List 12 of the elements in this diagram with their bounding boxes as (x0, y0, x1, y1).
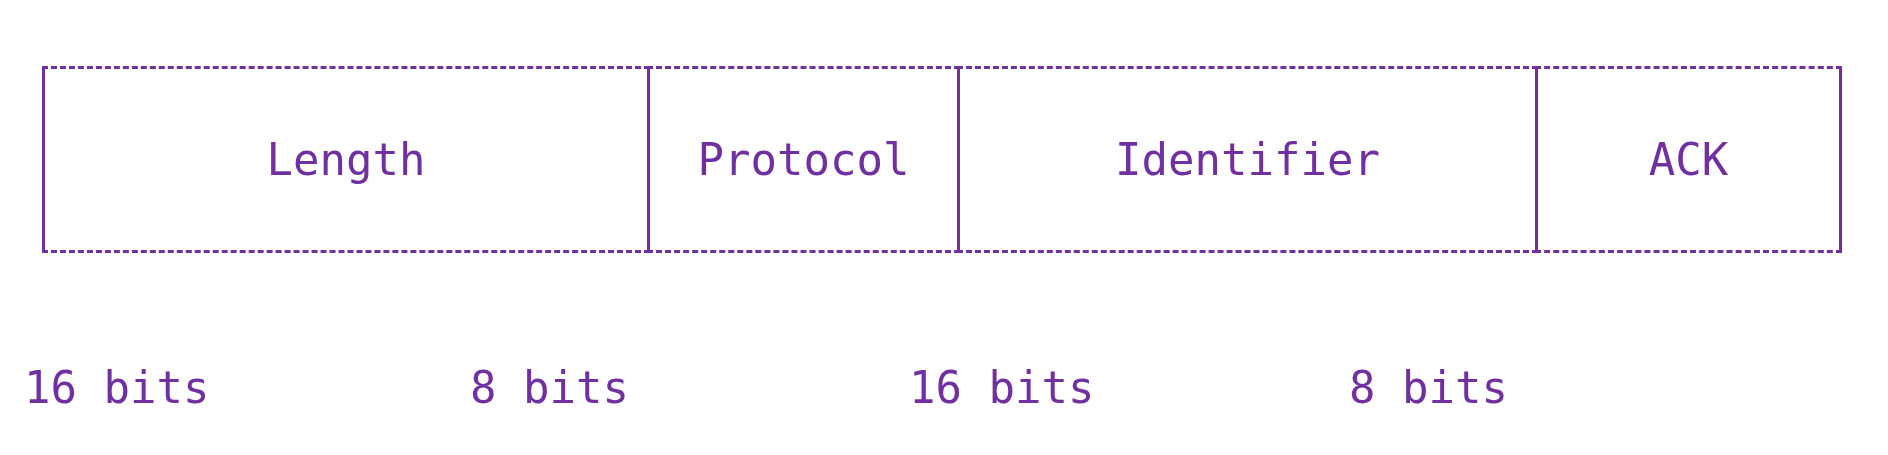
field-name: Protocol (697, 134, 910, 185)
packet-field (647, 66, 960, 253)
field-name: Identifier (1115, 134, 1380, 185)
field-name: Length (266, 134, 426, 185)
bit-width-label: 16 bits (909, 362, 1095, 413)
packet-field (957, 66, 1538, 253)
packet-field (42, 66, 650, 253)
bit-width-label: 8 bits (470, 362, 629, 413)
bit-width-label: 16 bits (24, 362, 210, 413)
bit-width-label: 8 bits (1349, 362, 1508, 413)
field-name: ACK (1648, 134, 1729, 185)
packet-field (1535, 66, 1842, 253)
